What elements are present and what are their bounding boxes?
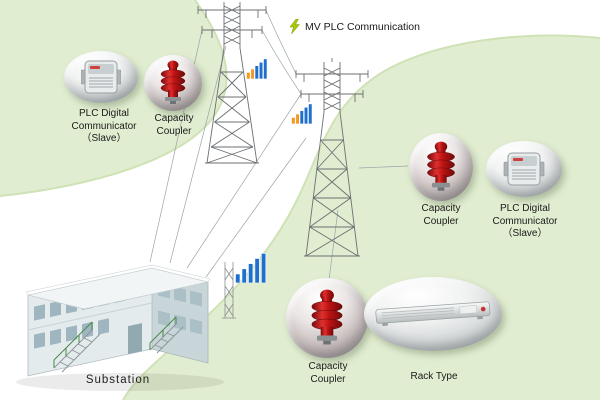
capacity-coupler-icon — [160, 60, 186, 104]
transmission-tower-left — [197, 2, 267, 164]
callout-rack-type — [364, 277, 502, 351]
label-line: （Slave） — [81, 133, 127, 144]
label-line: Coupler — [310, 373, 346, 385]
plc-device-icon — [503, 152, 545, 186]
label-line: Coupler — [156, 125, 192, 137]
label-line: Capacity — [308, 361, 348, 372]
diagram-title: MV PLC Communication — [305, 21, 420, 33]
diagram-title-row: MV PLC Communication — [289, 19, 420, 35]
rack-device-icon — [375, 301, 491, 326]
power-lines — [149, 9, 409, 281]
stairs — [53, 323, 184, 373]
label-line: Capacity — [154, 113, 194, 124]
plc-device-icon — [81, 60, 121, 94]
label-plc-left: PLC Digital Communicator （Slave） — [50, 108, 158, 146]
label-coupler-bottom: Capacity Coupler — [288, 361, 368, 386]
capacity-coupler-icon — [311, 289, 343, 345]
substation-building — [16, 262, 236, 391]
label-line: Communicator — [492, 215, 558, 227]
label-line: Communicator — [71, 120, 137, 132]
label-rack-type: Rack Type — [392, 371, 476, 384]
signal-bars-icon — [291, 103, 313, 129]
label-substation: Substation — [85, 374, 151, 386]
signal-bars-icon — [234, 252, 268, 288]
label-line: Coupler — [423, 215, 459, 227]
transmission-tower-right — [295, 58, 369, 257]
label-line: Capacity — [421, 203, 461, 214]
callout-capacity-coupler-right — [409, 133, 473, 201]
stair-railings — [53, 316, 177, 368]
label-line: （Slave） — [502, 228, 548, 239]
swoosh-edge — [0, 0, 228, 197]
lightning-icon — [289, 19, 301, 35]
callout-capacity-coupler-left — [144, 55, 202, 111]
callout-plc-communicator-left — [64, 51, 138, 103]
label-coupler-left: Capacity Coupler — [134, 113, 214, 138]
capacity-coupler-icon — [427, 141, 455, 191]
label-coupler-right: Capacity Coupler — [402, 203, 480, 228]
label-line: PLC Digital — [78, 108, 130, 119]
antenna-mast — [222, 262, 236, 319]
label-line: Rack Type — [410, 371, 458, 382]
signal-bars-icon — [246, 58, 268, 84]
callout-plc-communicator-right — [486, 141, 562, 197]
label-line: PLC Digital — [499, 203, 551, 214]
callout-capacity-coupler-bottom — [286, 278, 368, 358]
label-plc-right: PLC Digital Communicator （Slave） — [473, 203, 577, 241]
